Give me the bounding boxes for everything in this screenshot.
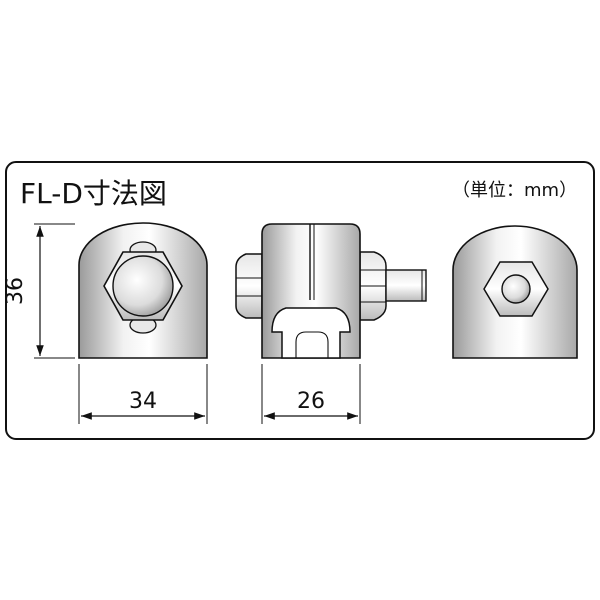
front-bolt-head <box>112 255 174 317</box>
dimension-width-front: 34 <box>78 364 208 424</box>
drawing-title: FL-D寸法図 <box>20 177 167 210</box>
side-left-nut <box>235 253 263 319</box>
rear-view <box>452 225 578 359</box>
side-channel <box>271 307 351 359</box>
width-front-label: 34 <box>129 389 157 414</box>
side-channel-inner <box>295 331 329 358</box>
rear-bolt-hole <box>501 274 531 304</box>
dimension-height: 36 <box>3 223 75 359</box>
dimension-width-side: 26 <box>261 364 361 424</box>
height-label: 36 <box>3 277 28 305</box>
side-bolt-thread <box>385 269 427 302</box>
side-view <box>235 223 427 359</box>
width-side-label: 26 <box>297 389 325 414</box>
unit-note: （単位：mm） <box>452 180 577 201</box>
front-view <box>78 222 208 359</box>
